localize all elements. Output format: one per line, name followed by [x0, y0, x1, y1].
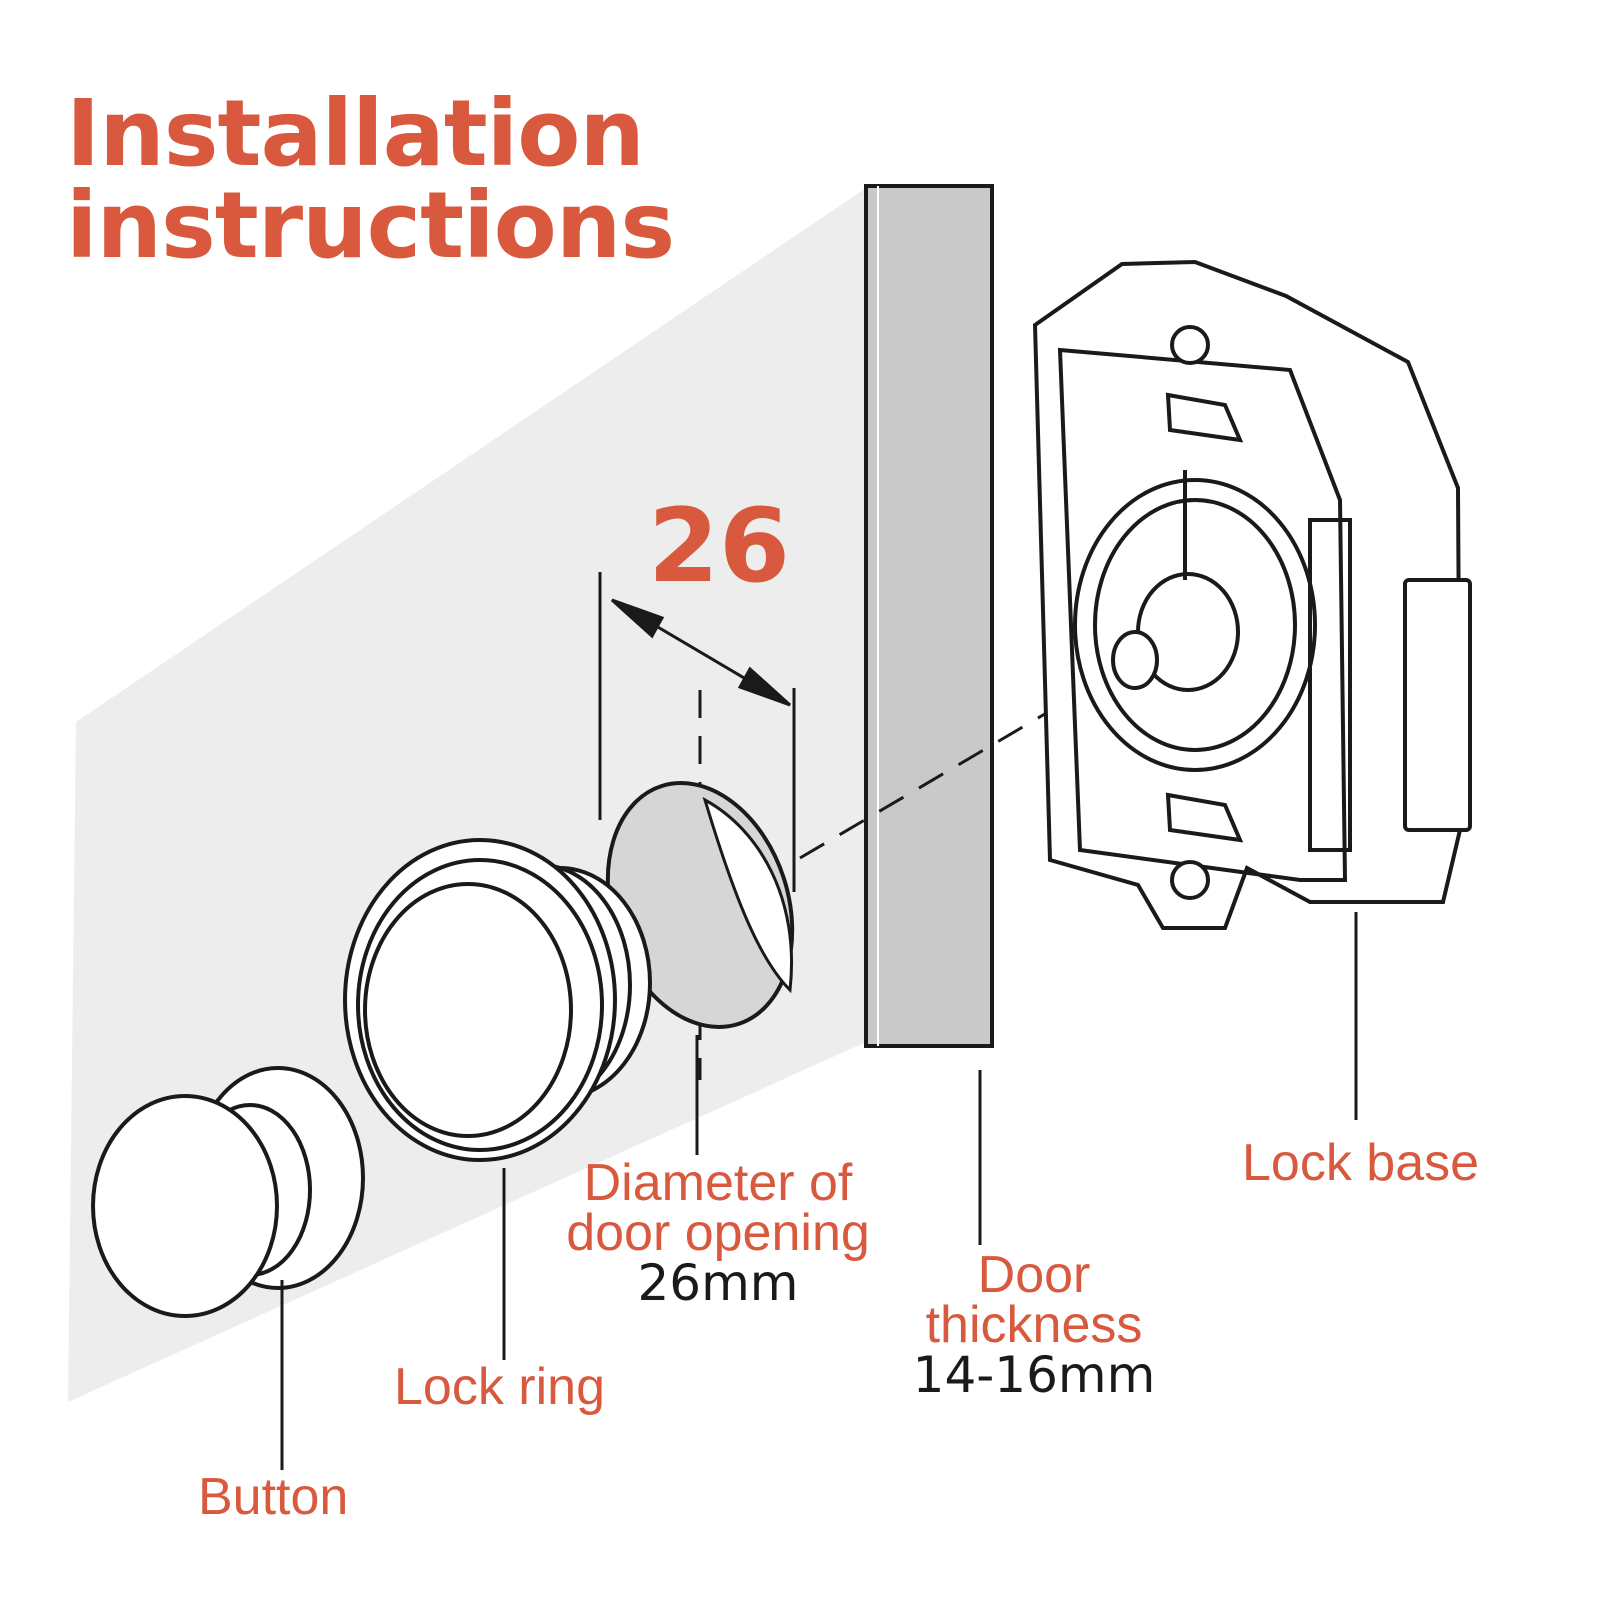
label-lock-ring: Lock ring [394, 1358, 605, 1416]
title-line-2: instructions [66, 172, 675, 279]
label-door-line-1: Door [977, 1246, 1091, 1304]
label-lock-base: Lock base [1242, 1134, 1480, 1192]
label-diameter: Diameter of door opening 26mm [548, 1154, 888, 1312]
label-diameter-measure: 26mm [637, 1254, 799, 1312]
label-diameter-line-2: door opening [566, 1204, 870, 1262]
label-diameter-line-1: Diameter of [583, 1154, 853, 1212]
label-door-thickness: Door thickness 14-16mm [904, 1246, 1164, 1404]
page-title: Installation instructions [66, 80, 675, 279]
leader-lines [280, 912, 1358, 1470]
door-edge [864, 184, 994, 1048]
button-part [91, 1066, 365, 1318]
label-door-measure: 14-16mm [912, 1346, 1156, 1404]
lock-base-part [1032, 259, 1472, 930]
label-button: Button [198, 1468, 349, 1526]
label-door-line-2: thickness [925, 1296, 1143, 1354]
title-line-1: Installation [66, 80, 645, 187]
dimension-value: 26 [648, 487, 790, 606]
dimension-marker [598, 572, 796, 892]
lock-ring-part [343, 838, 652, 1162]
